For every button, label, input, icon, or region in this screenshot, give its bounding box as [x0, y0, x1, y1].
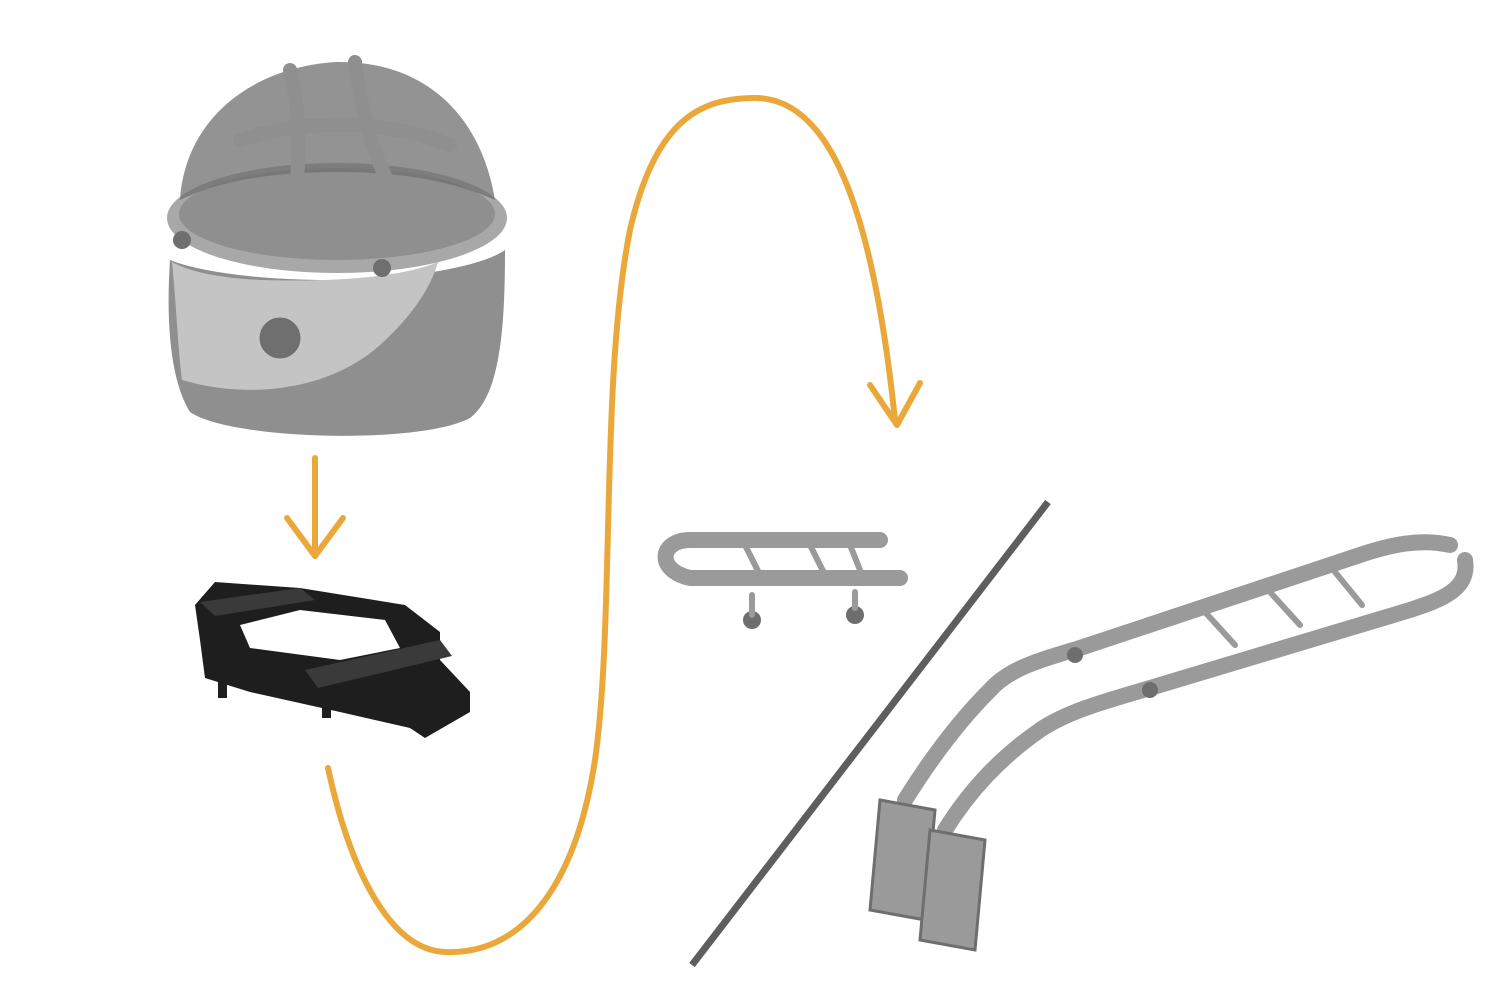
arrow-plate-to-rack-head	[867, 380, 923, 428]
long-rack-rail-upper	[897, 534, 1458, 808]
arrow-plate-to-rack-shaft	[325, 95, 898, 956]
bag-clip-left	[173, 231, 191, 249]
short-rack-rung-2	[807, 542, 828, 578]
mounting-plate-icon	[195, 582, 470, 738]
long-rack-joint-1	[1067, 647, 1083, 663]
short-rack-rung-3	[847, 542, 865, 578]
bag-rim-inner	[179, 168, 495, 260]
short-rack-bolt-1	[743, 611, 761, 629]
divider-line	[689, 499, 1051, 968]
long-rack-rung-3	[1332, 569, 1365, 608]
arrow-bag-to-plate-head	[284, 515, 346, 559]
plate-peg-2	[322, 702, 331, 718]
short-rack-bolt-2	[846, 606, 864, 624]
plate-strip-top	[200, 588, 315, 616]
bag-clip-mid	[373, 259, 391, 277]
long-rack-adapter-icon	[868, 534, 1474, 952]
short-rack-rung-1	[742, 542, 763, 578]
bag-body-light	[172, 262, 438, 390]
long-rack-rail-lower	[937, 552, 1474, 838]
short-rack-frame	[657, 532, 908, 586]
bag-strap-3	[233, 117, 457, 152]
arrow-plate-to-rack	[325, 95, 923, 956]
plate-strip-bottom	[305, 640, 452, 688]
long-rack-rung-1	[1202, 609, 1238, 648]
plate-cutout	[240, 610, 400, 660]
long-rack-joint-2	[1142, 682, 1158, 698]
plate-peg-1	[218, 680, 227, 698]
long-rack-mount-2	[918, 828, 987, 952]
arrow-bag-to-plate	[284, 455, 346, 559]
long-rack-rung-2	[1267, 589, 1303, 628]
bag-logo-badge	[256, 314, 304, 362]
pet-carrier-bag-icon	[167, 55, 507, 436]
short-rack-adapter-icon	[657, 532, 908, 629]
